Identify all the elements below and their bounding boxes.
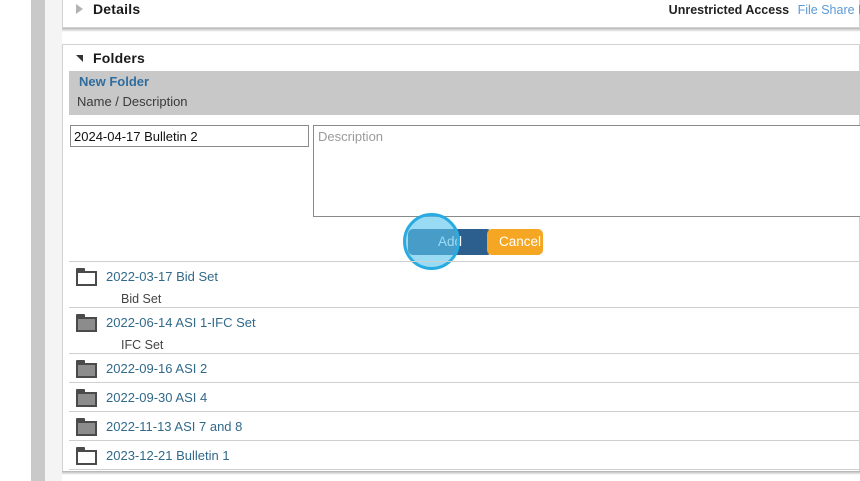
folder-empty-icon xyxy=(76,267,98,286)
column-header-name-description: Name / Description xyxy=(77,94,188,109)
folder-filled-icon xyxy=(76,388,98,407)
folder-row[interactable]: 2023-12-21 Bulletin 1 xyxy=(69,441,860,470)
triangle-down-icon[interactable] xyxy=(76,54,83,62)
add-folder-button[interactable]: Add Folder xyxy=(408,229,492,275)
details-panel-header[interactable]: Details xyxy=(63,0,859,26)
file-share-link[interactable]: File Share L xyxy=(797,2,860,17)
triangle-right-icon[interactable] xyxy=(76,4,83,14)
form-button-row: Add Folder Cancel xyxy=(63,213,859,275)
folder-name-link[interactable]: 2022-03-17 Bid Set xyxy=(106,269,219,284)
folder-row-main: 2022-11-13 ASI 7 and 8 xyxy=(69,412,860,441)
details-panel: Details Unrestricted Access File Share L xyxy=(62,0,860,28)
folder-name-input[interactable] xyxy=(70,125,309,147)
folder-name-link[interactable]: 2022-06-14 ASI 1-IFC Set xyxy=(106,315,256,330)
folder-row-main: 2022-06-14 ASI 1-IFC Set xyxy=(69,308,860,337)
folder-name-link[interactable]: 2023-12-21 Bulletin 1 xyxy=(106,448,230,463)
folder-row-main: 2023-12-21 Bulletin 1 xyxy=(69,441,860,470)
left-scroll-gutter[interactable] xyxy=(31,0,45,481)
folders-panel: Folders New Folder Name / Description Ad… xyxy=(62,44,860,472)
folder-row-main: 2022-03-17 Bid Set xyxy=(69,262,860,291)
folders-panel-header[interactable]: Folders xyxy=(63,45,859,71)
details-access-info: Unrestricted Access File Share L xyxy=(669,3,860,17)
folder-name-link[interactable]: 2022-09-16 ASI 2 xyxy=(106,361,208,376)
folders-toolbar: New Folder Name / Description xyxy=(69,71,860,115)
folder-row[interactable]: 2022-11-13 ASI 7 and 8 xyxy=(69,412,860,441)
folders-title: Folders xyxy=(93,50,145,66)
folder-description: Bid Set xyxy=(121,292,162,306)
folder-name-link[interactable]: 2022-11-13 ASI 7 and 8 xyxy=(106,419,243,434)
folder-description-input[interactable] xyxy=(313,125,860,217)
folder-filled-icon xyxy=(76,417,98,436)
form-divider xyxy=(69,261,860,262)
folder-row-main: 2022-09-30 ASI 4 xyxy=(69,383,860,412)
folder-empty-icon xyxy=(76,446,98,465)
new-folder-form xyxy=(63,115,860,226)
folder-row[interactable]: 2022-09-30 ASI 4 xyxy=(69,383,860,412)
cancel-button[interactable]: Cancel xyxy=(487,229,543,255)
details-title: Details xyxy=(93,1,141,17)
access-status-label: Unrestricted Access xyxy=(668,2,790,17)
left-margin-strip xyxy=(45,0,62,481)
details-panel-shadow xyxy=(62,28,860,32)
folder-filled-icon xyxy=(76,359,98,378)
folder-description: IFC Set xyxy=(121,338,164,352)
folder-row-main: 2022-09-16 ASI 2 xyxy=(69,354,860,383)
new-folder-link[interactable]: New Folder xyxy=(79,74,150,89)
folders-panel-shadow xyxy=(62,471,860,475)
folder-name-link[interactable]: 2022-09-30 ASI 4 xyxy=(106,390,208,405)
folder-filled-icon xyxy=(76,313,98,332)
folder-row[interactable]: 2022-09-16 ASI 2 xyxy=(69,354,860,383)
